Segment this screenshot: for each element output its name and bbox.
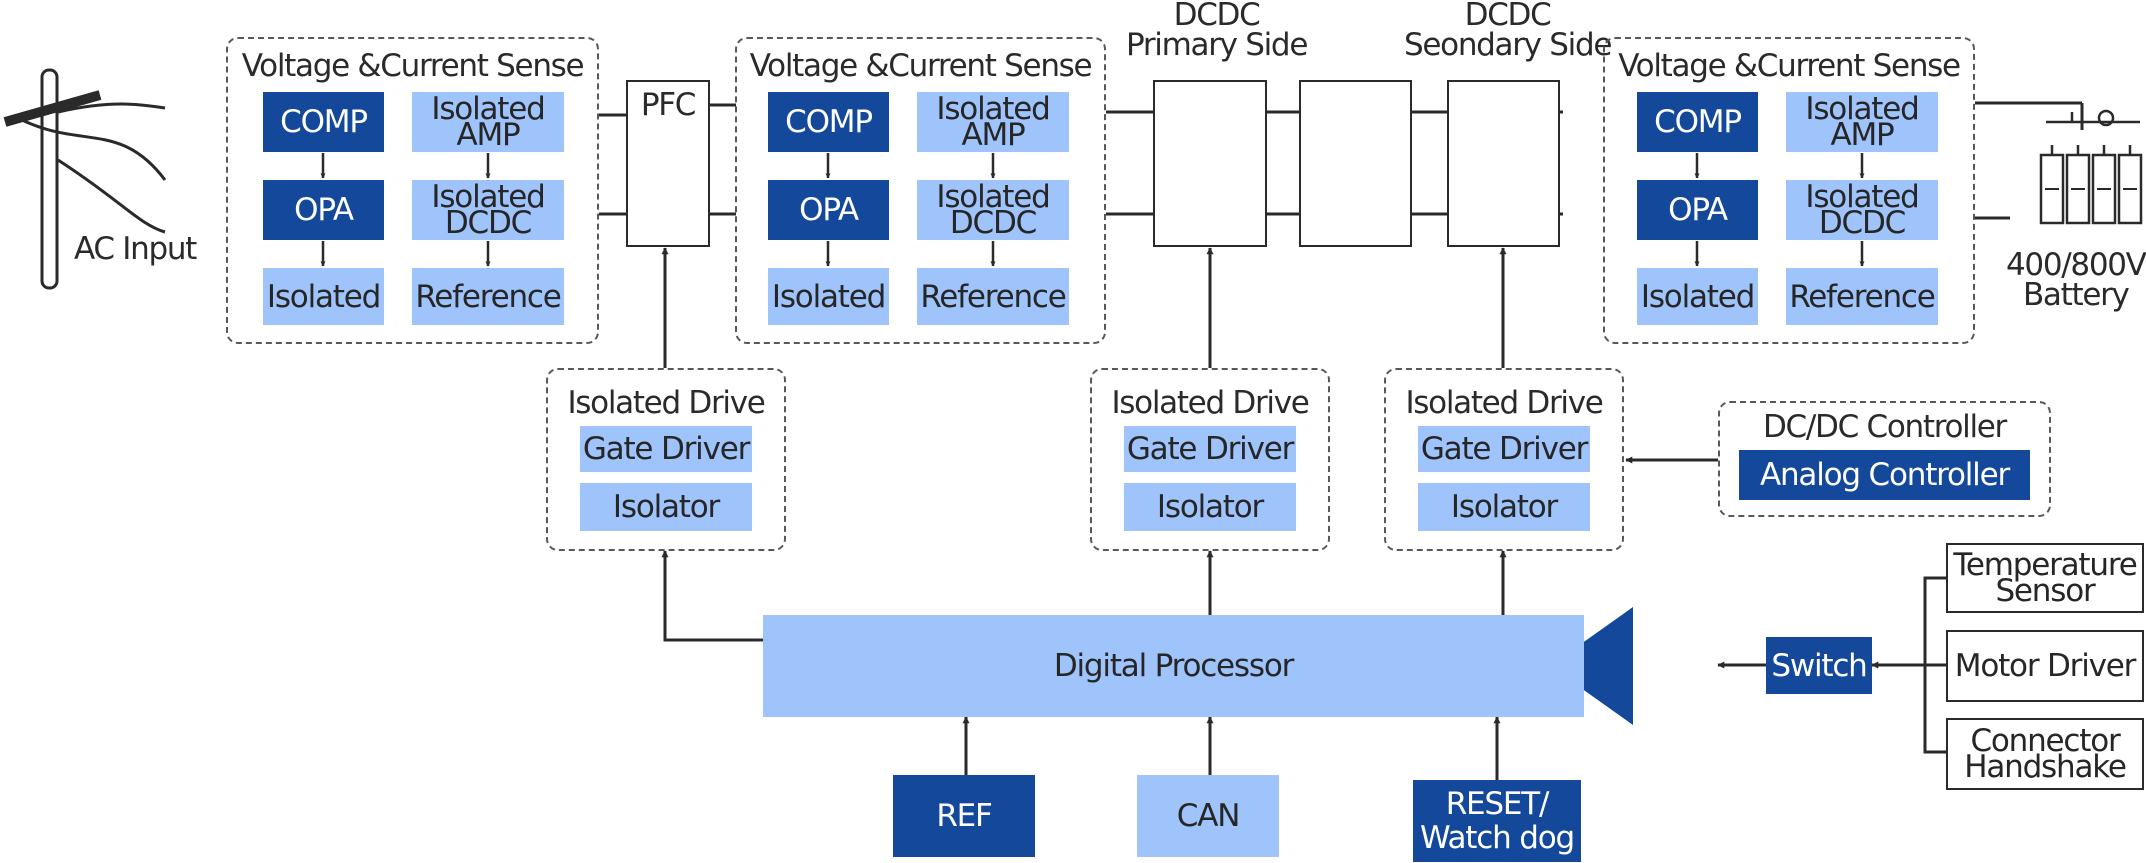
dcdc-primary-switch: [1153, 80, 1267, 247]
reference-block: Reference: [1786, 268, 1938, 325]
voltage-current-sense-block-3: Voltage &Current Sense: [1603, 37, 1975, 344]
isolated-block: Isolated: [263, 268, 384, 325]
isolated-amp-block: Isolated AMP: [1786, 92, 1938, 152]
isolated-amp-block: Isolated AMP: [412, 92, 564, 152]
analog-controller-block: Analog Controller: [1739, 450, 2030, 500]
isolated-drive-title: Isolated Drive: [567, 385, 765, 421]
temperature-sensor-block: Temperature Sensor: [1946, 543, 2144, 613]
battery-icon: [2039, 109, 2143, 225]
isolated-drive-block-1: Isolated Drive: [546, 368, 786, 551]
comp-block: COMP: [768, 92, 889, 152]
dcdc-controller-block: DC/DC Controller: [1718, 401, 2051, 517]
ac-input-label: AC Input: [74, 231, 197, 267]
isolated-drive-title: Isolated Drive: [1111, 385, 1309, 421]
isolated-block: Isolated: [768, 268, 889, 325]
dcdc-secondary-label: DCDC Seondary Side: [1404, 0, 1612, 63]
battery-label: 400/800V Battery: [2006, 247, 2146, 313]
connector-handshake-block: Connector Handshake: [1946, 718, 2144, 790]
gate-driver-block: Gate Driver: [1418, 426, 1590, 472]
isolated-dcdc-block: Isolated DCDC: [412, 180, 564, 240]
motor-driver-block: Motor Driver: [1946, 630, 2144, 702]
comp-block: COMP: [263, 92, 384, 152]
opa-triangle-label: OPA: [1689, 639, 1722, 693]
isolator-block: Isolator: [580, 483, 752, 531]
opa-block: OPA: [1637, 180, 1758, 240]
opa-block: OPA: [768, 180, 889, 240]
sense-block-title: Voltage &Current Sense: [1618, 48, 1961, 84]
isolated-drive-title: Isolated Drive: [1405, 385, 1603, 421]
pfc-label: PFC: [640, 87, 697, 123]
isolated-block: Isolated: [1637, 268, 1758, 325]
sense-block-title: Voltage &Current Sense: [749, 48, 1093, 84]
dcdc-secondary-switch: [1447, 80, 1560, 247]
sense-block-title: Voltage &Current Sense: [241, 48, 585, 84]
reference-block: Reference: [917, 268, 1069, 325]
switch-block: Switch: [1766, 637, 1872, 694]
isolator-block: Isolator: [1124, 483, 1296, 531]
ref-block: REF: [893, 775, 1035, 857]
can-block: CAN: [1137, 775, 1279, 857]
reference-block: Reference: [412, 268, 564, 325]
digital-processor-block: Digital Processor: [763, 615, 1584, 717]
voltage-current-sense-block-2: Voltage &Current Sense: [735, 37, 1106, 344]
power-pole-icon: [3, 68, 167, 290]
transformer-block: [1299, 80, 1412, 247]
dcdc-primary-label: DCDC Primary Side: [1126, 0, 1308, 63]
isolator-block: Isolator: [1418, 483, 1590, 531]
isolated-amp-block: Isolated AMP: [917, 92, 1069, 152]
pfc-block: PFC: [626, 80, 710, 247]
opa-block: OPA: [263, 180, 384, 240]
opa-amplifier-triangle: [1550, 607, 1633, 725]
isolated-dcdc-block: Isolated DCDC: [1786, 180, 1938, 240]
gate-driver-block: Gate Driver: [580, 426, 752, 472]
comp-block: COMP: [1637, 92, 1758, 152]
voltage-current-sense-block-1: Voltage &Current Sense: [226, 37, 599, 344]
isolated-drive-block-2: Isolated Drive: [1090, 368, 1330, 551]
gate-driver-block: Gate Driver: [1124, 426, 1296, 472]
isolated-dcdc-block: Isolated DCDC: [917, 180, 1069, 240]
dcdc-controller-title: DC/DC Controller: [1762, 409, 2007, 445]
reset-watchdog-block: RESET/ Watch dog: [1413, 780, 1581, 862]
isolated-drive-block-3: Isolated Drive: [1384, 368, 1624, 551]
